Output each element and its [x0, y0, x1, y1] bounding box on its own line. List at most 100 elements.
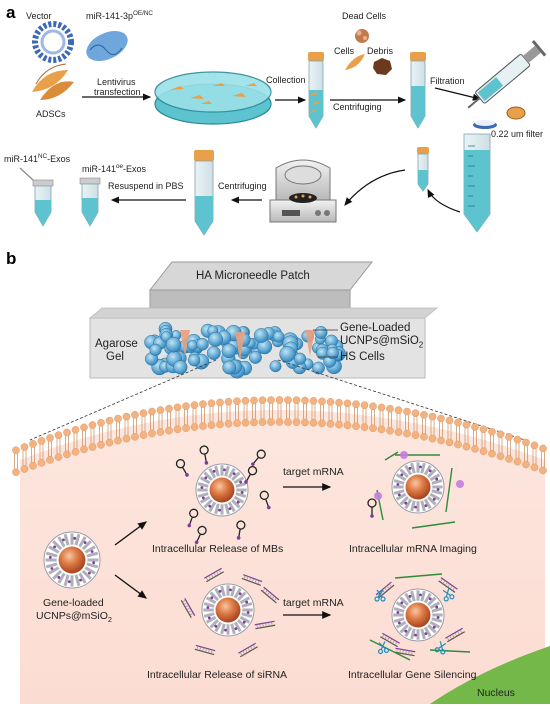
lipid-bilayer — [12, 396, 547, 477]
fluorescence-signal — [400, 451, 408, 459]
lipid-molecule — [12, 446, 20, 477]
lipid-molecule — [369, 402, 377, 433]
mrna-imaging-particle — [391, 460, 445, 514]
lipid-molecule — [63, 428, 71, 459]
lipid-molecule — [233, 397, 241, 428]
lipid-molecule — [165, 404, 173, 435]
sirna-icon — [204, 567, 224, 583]
lipid-molecule — [471, 423, 479, 453]
molecular-beacon-icon — [367, 498, 377, 518]
lipid-molecule — [309, 397, 318, 427]
lipid-molecule — [216, 398, 224, 429]
hs-cell — [253, 328, 269, 343]
lipid-molecule — [454, 418, 462, 449]
fluorescence-signal — [456, 480, 464, 488]
lipid-molecule — [496, 430, 505, 461]
lipid-molecule — [71, 426, 80, 456]
collection-label: Collection — [266, 75, 306, 85]
vector-label: Vector — [26, 11, 52, 21]
lipid-molecule — [199, 400, 207, 430]
mbs-release-particle — [195, 463, 249, 517]
molecular-beacon-icon — [199, 445, 209, 465]
lipid-molecule — [148, 407, 156, 438]
mrna-strand — [394, 573, 443, 579]
adscs-label: ADSCs — [36, 109, 66, 119]
sirna-icon — [254, 620, 276, 630]
dead-cells-label: Dead Cells — [342, 11, 387, 21]
sirna-icon — [238, 642, 258, 658]
filter-label: 0.22 um filter — [491, 129, 544, 139]
exos-nc-tube-icon — [19, 167, 54, 227]
release-sirna-label: Intracellular Release of siRNA — [147, 669, 288, 681]
hs-cell — [279, 345, 296, 363]
centrifuging-label-1: Centrifuging — [333, 102, 382, 112]
nanoparticles — [43, 445, 471, 661]
zoom-line-left — [29, 359, 217, 441]
debris-icon — [373, 58, 392, 75]
cleavage-scissors-icon — [377, 641, 390, 655]
hs-cell — [294, 352, 307, 365]
mrna-strand — [384, 451, 399, 461]
hs-cell — [208, 331, 224, 347]
molecular-beacon-icon — [259, 490, 271, 510]
lipid-molecule — [530, 441, 539, 472]
lipid-molecule — [318, 397, 326, 428]
gene-loaded-particle — [43, 531, 101, 589]
lipid-molecule — [241, 396, 250, 427]
sirna-icon — [394, 647, 416, 657]
hs-cell — [196, 337, 209, 351]
lipid-molecule — [386, 404, 394, 435]
panel-b-label: b — [6, 249, 17, 268]
to-centrifuge-arrow — [344, 169, 406, 206]
mirna-label: miR-141-3pOE/NC — [86, 10, 153, 21]
mirna-virus-icon — [86, 30, 128, 62]
lipid-molecule — [445, 416, 454, 447]
lipid-molecule — [335, 398, 343, 429]
hs-cell — [314, 326, 328, 339]
lipid-molecule — [284, 396, 292, 426]
lipid-molecule — [505, 433, 513, 463]
hs-cell — [272, 330, 285, 343]
mrna-imaging-label: Intracellular mRNA Imaging — [349, 543, 477, 555]
lipid-molecule — [173, 403, 182, 434]
lipid-molecule — [139, 409, 148, 439]
filtration-arrow — [434, 87, 482, 101]
syringe-icon — [467, 40, 547, 109]
lipid-molecule — [190, 401, 199, 431]
lipid-molecule — [428, 412, 437, 443]
hs-cell — [326, 346, 339, 360]
centrifuge-icon — [269, 159, 337, 223]
lipid-molecule — [513, 435, 522, 466]
gene-silencing-particle — [391, 588, 445, 642]
fluorescence-signal — [374, 492, 382, 500]
lipid-molecule — [20, 443, 29, 473]
nucleus-region — [430, 646, 550, 704]
molecular-beacon-icon — [244, 466, 258, 484]
hs-cell — [222, 360, 237, 375]
mrna-strand — [445, 467, 453, 513]
molecular-beacon-icon — [236, 520, 246, 540]
hs-cell — [206, 346, 221, 360]
lipid-molecule — [182, 402, 190, 432]
molecular-beacon-icon — [194, 525, 207, 545]
lipid-molecule — [156, 406, 165, 436]
lipid-molecule — [80, 423, 88, 454]
sirna-icon — [438, 577, 458, 593]
lipid-molecule — [275, 396, 284, 426]
lipid-molecule — [97, 418, 105, 449]
lipid-molecule — [394, 406, 403, 436]
release-sirna-arrow — [114, 574, 148, 599]
lipid-molecule — [488, 427, 496, 458]
release-mbs-label: Intracellular Release of MBs — [152, 543, 284, 555]
target-mrna-label-1: target mRNA — [283, 466, 344, 478]
lipid-molecule — [224, 397, 233, 428]
lipid-molecule — [377, 403, 386, 434]
hs-cell — [165, 336, 182, 353]
lipid-molecule — [46, 434, 54, 464]
adsc-cells-icon — [32, 63, 74, 100]
ucnps-left-label: UCNPs@mSiO2 — [36, 610, 113, 625]
lipid-molecule — [343, 399, 352, 430]
molecular-beacon-icon — [175, 459, 189, 477]
sirna-release-particle — [201, 583, 255, 637]
